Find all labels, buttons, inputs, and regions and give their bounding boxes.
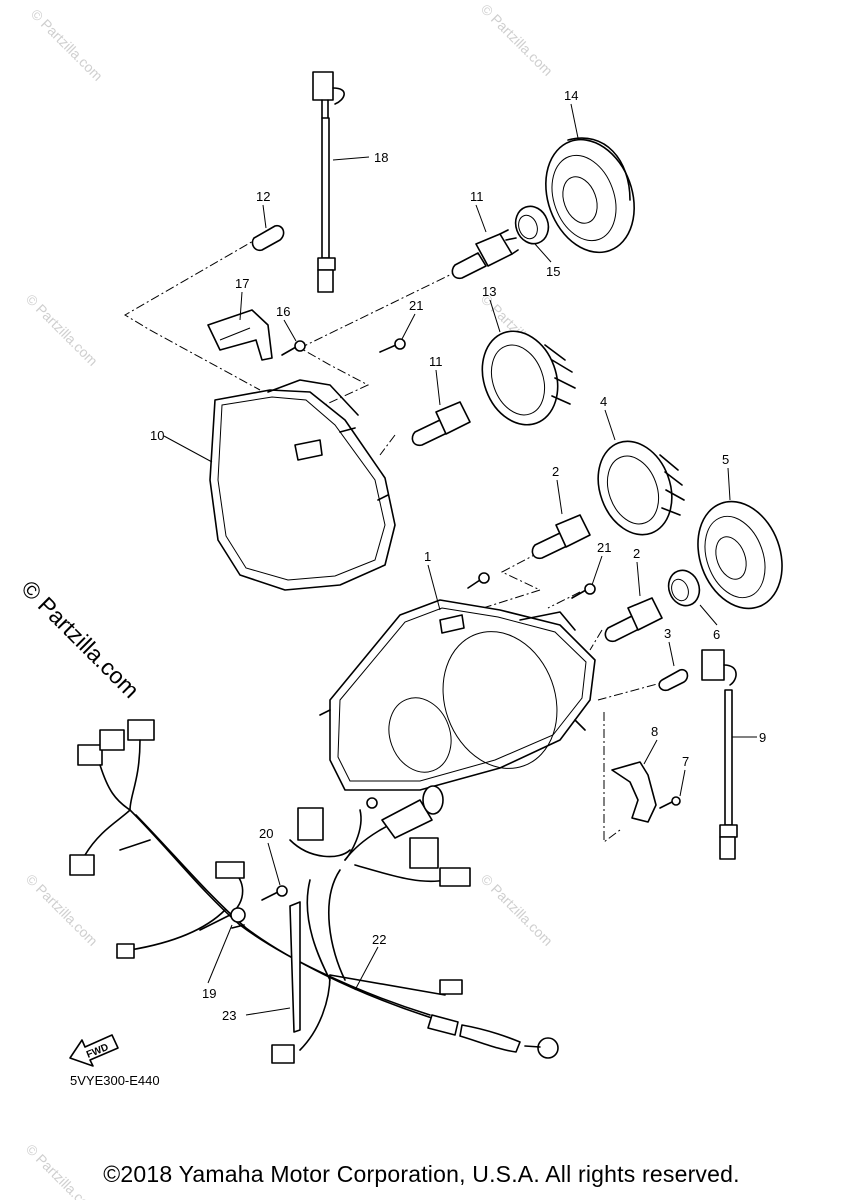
watermark: © Partzilla.com — [28, 6, 106, 84]
copyright-notice: ©2018 Yamaha Motor Corporation, U.S.A. A… — [103, 1161, 740, 1187]
part-19-clamp — [230, 907, 246, 929]
callout-11b: 11 — [429, 354, 443, 369]
callout-20: 20 — [259, 826, 273, 841]
part-14-reflector — [545, 137, 635, 254]
callout-15: 15 — [546, 264, 560, 279]
part-6-ring — [667, 569, 701, 607]
callout-17: 17 — [235, 276, 249, 291]
part-11-bulb-upper — [451, 229, 519, 280]
watermark: © Partzilla.com — [23, 291, 101, 369]
callout-3: 3 — [664, 626, 671, 641]
part-21-screw-upper — [379, 338, 406, 353]
part-16-screw — [281, 340, 306, 356]
part-18-sub-harness — [312, 71, 345, 293]
callout-1: 1 — [424, 549, 431, 564]
callouts: 14 18 11 12 15 13 17 16 21 11 10 4 5 2 2… — [150, 88, 766, 1023]
callout-9: 9 — [759, 730, 766, 745]
fwd-arrow-icon: FWD — [69, 1034, 119, 1067]
watermark: © Partzilla.com — [478, 1, 556, 79]
part-23-cable-tie — [289, 901, 301, 1033]
callout-2b: 2 — [633, 546, 640, 561]
part-12-bulb — [251, 224, 285, 252]
part-7-screw — [659, 796, 681, 809]
part-21-screw-lower — [467, 572, 596, 599]
part-5-reflector — [697, 500, 783, 610]
callout-18: 18 — [374, 150, 388, 165]
part-9-sub-harness — [701, 649, 738, 860]
part-2-bulb-right — [604, 597, 663, 643]
part-13-cover — [481, 330, 576, 426]
callout-23: 23 — [222, 1008, 236, 1023]
watermark: © Partzilla.com — [478, 871, 556, 949]
callout-8: 8 — [651, 724, 658, 739]
callout-4: 4 — [600, 394, 607, 409]
callout-2a: 2 — [552, 464, 559, 479]
callout-12: 12 — [256, 189, 270, 204]
callout-21a: 21 — [409, 298, 423, 313]
callout-22: 22 — [372, 932, 386, 947]
callout-13: 13 — [482, 284, 496, 299]
part-4-cover — [597, 440, 685, 536]
callout-10: 10 — [150, 428, 164, 443]
callout-14: 14 — [564, 88, 578, 103]
watermark-large: © Partzilla.com — [16, 575, 144, 703]
part-1-headlight-assembly — [319, 599, 596, 791]
part-20-screw — [261, 885, 288, 901]
callout-5: 5 — [722, 452, 729, 467]
callout-19: 19 — [202, 986, 216, 1001]
watermark: © Partzilla.com — [23, 871, 101, 949]
part-2-bulb-left — [531, 514, 591, 560]
part-8-bracket — [611, 761, 657, 823]
leader-lines — [163, 103, 757, 1016]
callout-16: 16 — [276, 304, 290, 319]
part-3-bulb — [658, 668, 689, 692]
part-10-headlight-housing — [209, 379, 396, 591]
callout-11a: 11 — [470, 189, 484, 204]
callout-21b: 21 — [597, 540, 611, 555]
callout-7: 7 — [682, 754, 689, 769]
part-17-bracket — [207, 309, 273, 361]
part-15-ring — [514, 205, 550, 245]
part-22-wire-harness — [69, 719, 559, 1064]
callout-6: 6 — [713, 627, 720, 642]
watermarks: © Partzilla.com © Partzilla.com © Partzi… — [16, 1, 555, 1200]
part-11-bulb-lower — [411, 401, 471, 447]
diagram-code: 5VYE300-E440 — [70, 1073, 160, 1088]
